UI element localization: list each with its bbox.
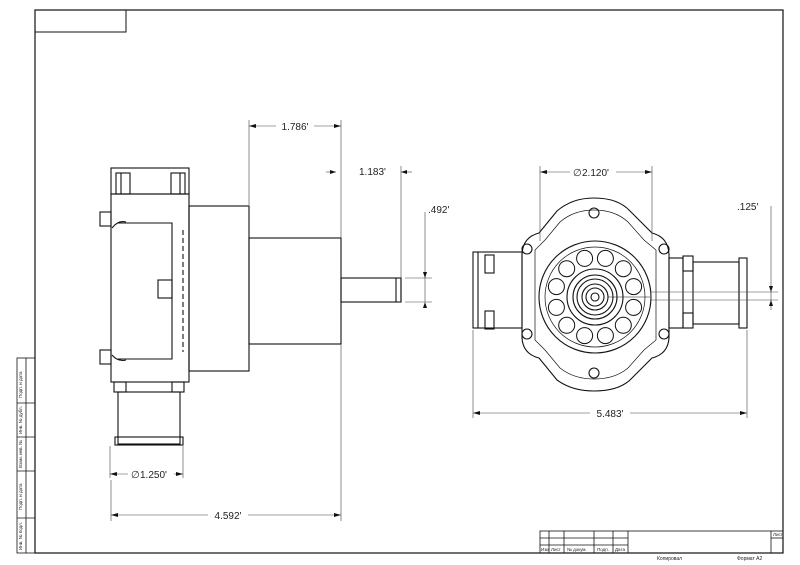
dim-5483: 5.483' — [597, 409, 624, 420]
bolt-hole — [625, 298, 643, 316]
tb-col-list: Лист — [551, 547, 561, 552]
side-view-dimensions — [109, 120, 432, 521]
front-view — [472, 197, 748, 392]
front-view-bolt-circle — [547, 249, 643, 345]
dim-2120: 2.120' — [582, 168, 609, 179]
copied-label: Копировал — [657, 556, 682, 562]
diameter-symbol-2: ∅ — [573, 168, 582, 179]
bolt-hole — [614, 260, 632, 278]
format-label: Формат А2 — [737, 556, 762, 562]
bolt-hole — [625, 278, 643, 296]
diameter-symbol-1: ∅ — [131, 470, 140, 481]
front-view-dimensions — [472, 166, 778, 418]
side-view — [99, 167, 402, 446]
tb-col-doc: № докум. — [567, 547, 587, 552]
stamp-label-5: Инв. № подл. — [18, 522, 23, 550]
bolt-hole — [576, 327, 594, 345]
dim-1183: 1.183' — [359, 167, 386, 178]
stamp-label-4: Подп. и дата — [18, 483, 23, 510]
outer-frame — [34, 9, 784, 554]
dim-4592: 4.592' — [215, 511, 242, 522]
dimension-arrows — [110, 124, 773, 517]
stamp-label-3: Взам. инв. № — [18, 440, 23, 468]
bolt-hole — [596, 249, 614, 267]
bolt-hole — [558, 260, 576, 278]
bolt-hole — [547, 278, 565, 296]
dim-1250: 1.250' — [140, 470, 167, 481]
dim-1786: 1.786' — [282, 122, 309, 133]
dim-492: .492' — [428, 205, 449, 216]
bolt-hole — [596, 327, 614, 345]
side-stamp: Подп. и дата Инв. № дубл. Взам. инв. № П… — [16, 357, 36, 554]
tb-col-izm: Изм — [541, 547, 549, 552]
tb-col-sign: Подп. — [597, 547, 609, 552]
bolt-hole — [614, 316, 632, 334]
dimension-labels: 1.786' 1.183' .492' ∅ 1.250' 4.592' ∅ 2.… — [128, 120, 758, 522]
bolt-hole — [558, 316, 576, 334]
tb-sheet-label: Лист — [773, 532, 783, 537]
bolt-hole — [576, 249, 594, 267]
dim-125: .125' — [737, 202, 758, 213]
top-left-box — [34, 9, 127, 33]
title-block: Изм Лист № докум. Подп. Дата Лист — [539, 530, 784, 554]
bolt-hole — [547, 298, 565, 316]
stamp-label-1: Подп. и дата — [18, 371, 23, 398]
stamp-label-2: Инв. № дубл. — [18, 406, 23, 434]
tb-col-date: Дата — [615, 547, 625, 552]
